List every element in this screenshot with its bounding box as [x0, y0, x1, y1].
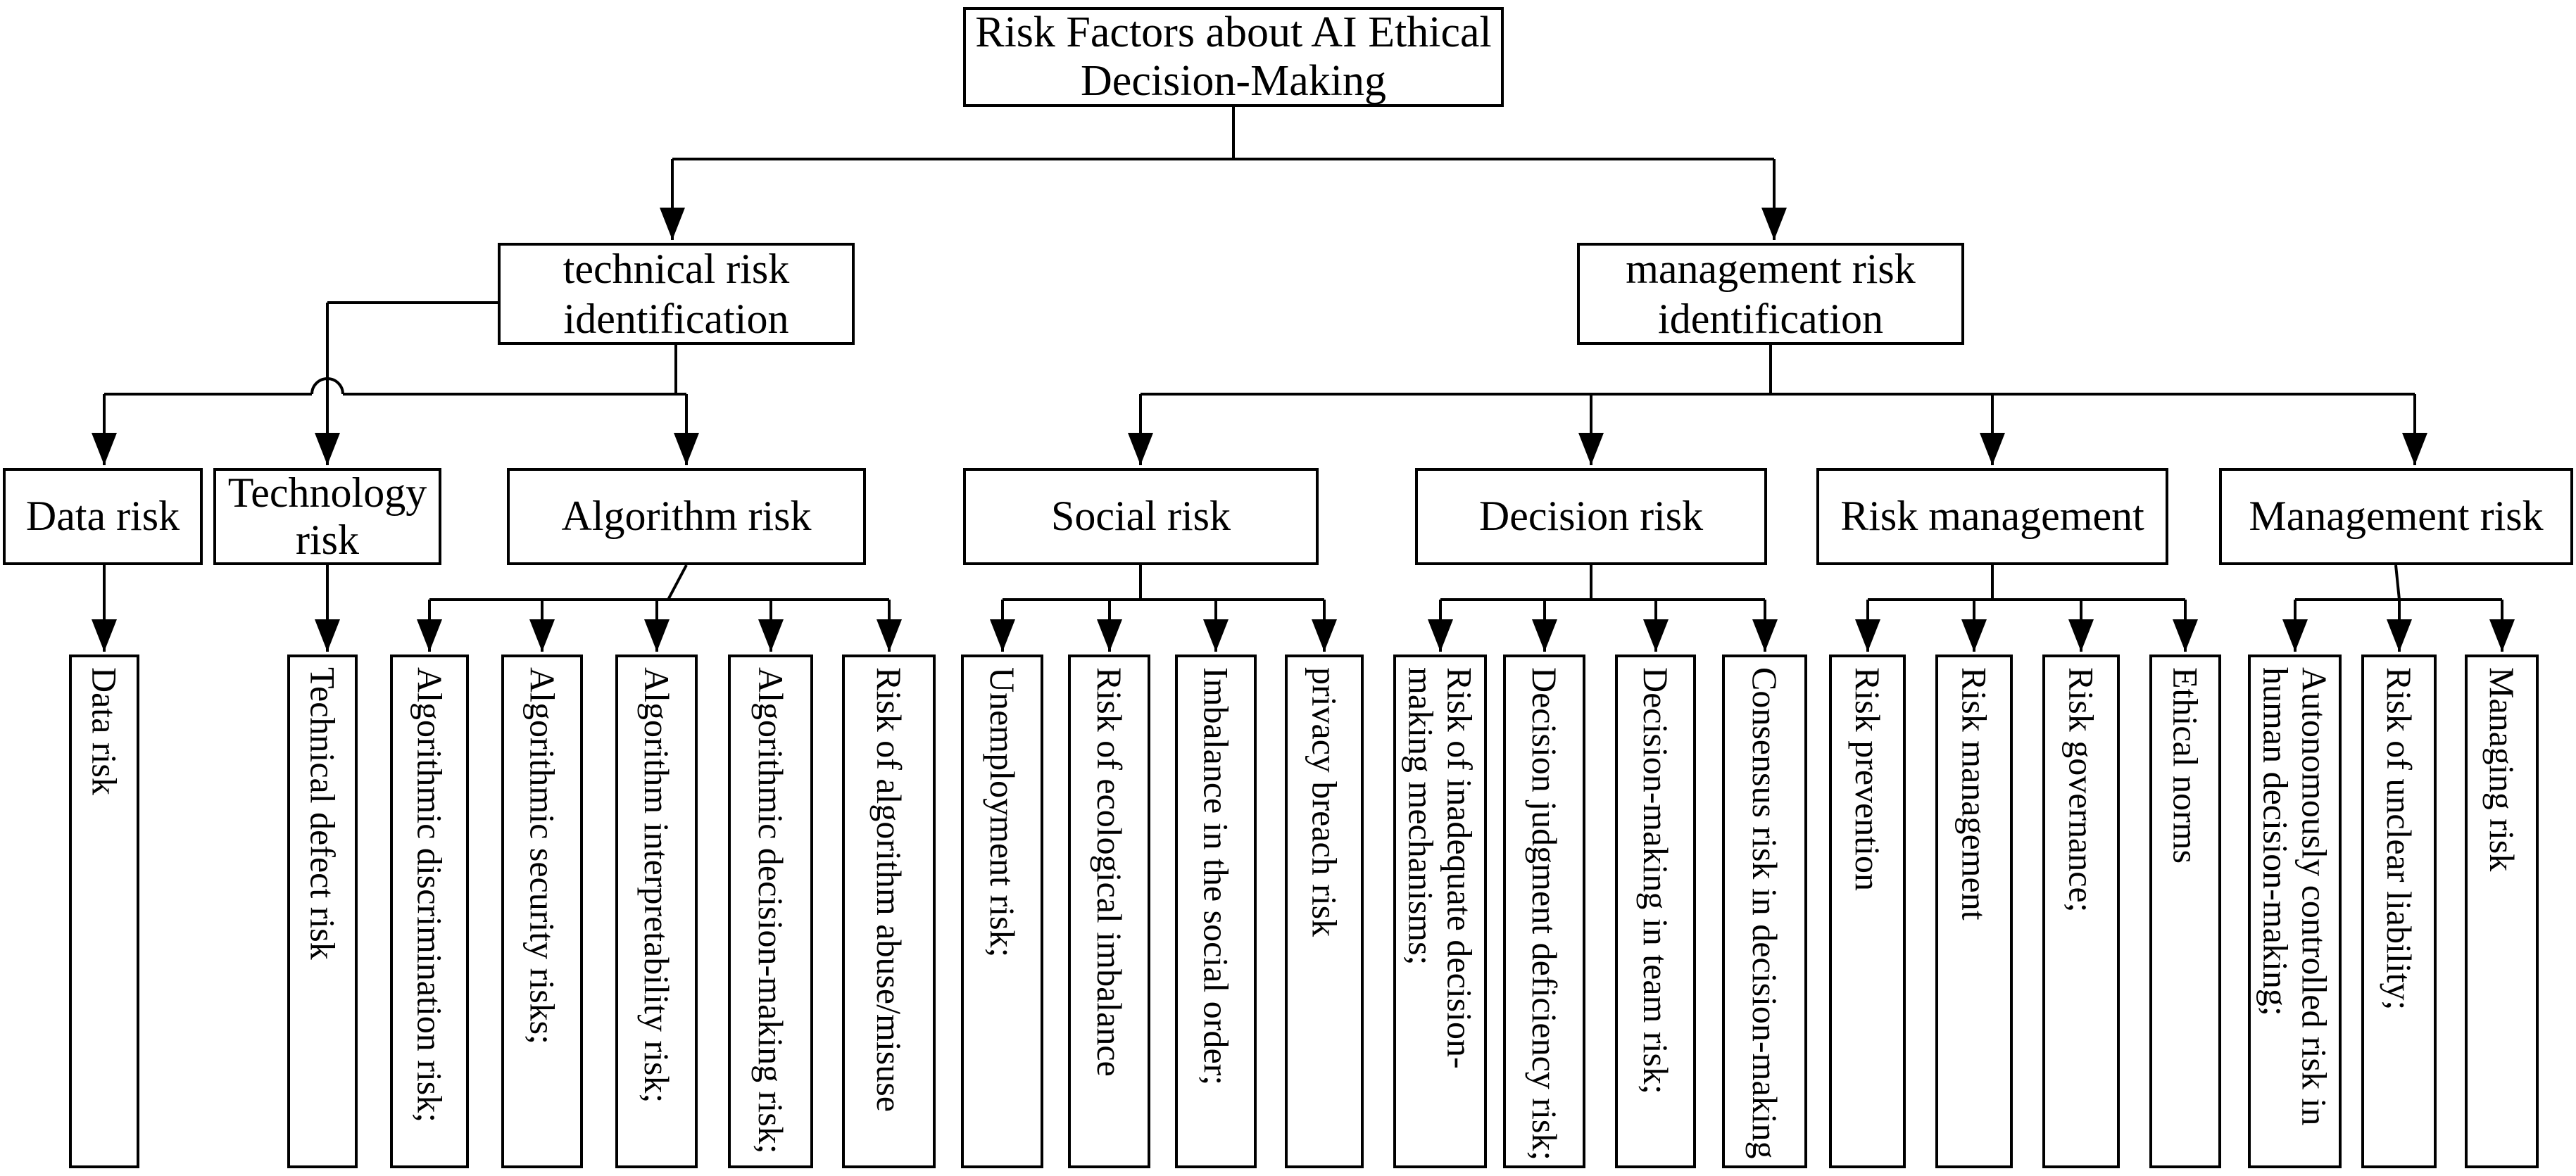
leaf-risk-prevention-label: Risk prevention	[1848, 667, 1887, 892]
node-data-risk: Data risk	[3, 468, 203, 565]
leaf-technical-defect-risk: Technical defect risk	[287, 655, 358, 1168]
node-risk-management-label: Risk management	[1840, 493, 2144, 540]
leaf-algorithmic-security-risks: Algorithmic security risks;	[501, 655, 583, 1168]
leaf-privacy-breach-risk: privacy breach risk	[1285, 655, 1364, 1168]
leaf-social-order-imbalance-label: Imbalance in the social order;	[1196, 667, 1236, 1086]
node-root-label: Risk Factors about AI Ethical Decision-M…	[975, 8, 1492, 105]
leaf-inadequate-decision-making-mechanisms: Risk of inadequate decision-making mecha…	[1393, 655, 1487, 1168]
leaf-risk-governance-label: Risk governance;	[2061, 667, 2101, 913]
leaf-risk-governance: Risk governance;	[2042, 655, 2120, 1168]
leaf-consensus-risk-decision-making: Consensus risk in decision-making	[1722, 655, 1807, 1168]
leaf-algorithm-abuse-misuse-risk-label: Risk of algorithm abuse/misuse	[869, 667, 909, 1112]
leaf-decision-making-in-team-risk-label: Decision-making in team risk;	[1636, 667, 1676, 1094]
leaf-risk-prevention: Risk prevention	[1829, 655, 1906, 1168]
leaf-algorithm-abuse-misuse-risk: Risk of algorithm abuse/misuse	[842, 655, 936, 1168]
leaf-risk-management: Risk management	[1935, 655, 2013, 1168]
node-technology-risk: Technology risk	[213, 468, 441, 565]
node-algorithm-risk: Algorithm risk	[507, 468, 866, 565]
leaf-algorithm-interpretability-risk-label: Algorithm interpretability risk;	[637, 667, 677, 1104]
node-technical-risk-identification-label: technical risk identification	[563, 245, 790, 342]
node-management-risk-identification: management risk identification	[1577, 243, 1964, 345]
node-social-risk-label: Social risk	[1051, 493, 1231, 540]
node-management-risk-label: Management risk	[2249, 493, 2544, 540]
leaf-algorithm-interpretability-risk: Algorithm interpretability risk;	[615, 655, 698, 1168]
leaf-managing-risk-label: Managing risk	[2482, 667, 2522, 872]
leaf-unemployment-risk-label: Unemployment risk;	[983, 667, 1022, 958]
node-social-risk: Social risk	[963, 468, 1319, 565]
leaf-unclear-liability-risk-label: Risk of unclear liability;	[2380, 667, 2419, 1011]
leaf-social-order-imbalance: Imbalance in the social order;	[1175, 655, 1257, 1168]
leaf-privacy-breach-risk-label: privacy breach risk	[1305, 667, 1345, 937]
leaf-algorithmic-decision-making-risk: Algorithmic decision-making risk;	[728, 655, 813, 1168]
leaf-decision-making-in-team-risk: Decision-making in team risk;	[1615, 655, 1696, 1168]
leaf-consensus-risk-decision-making-label: Consensus risk in decision-making	[1745, 667, 1785, 1159]
leaf-algorithmic-discrimination-risk: Algorithmic discrimination risk;	[390, 655, 469, 1168]
leaf-inadequate-decision-making-mechanisms-label: Risk of inadequate decision-making mecha…	[1401, 667, 1480, 1069]
leaf-algorithmic-security-risks-label: Algorithmic security risks;	[522, 667, 563, 1045]
node-risk-management: Risk management	[1816, 468, 2168, 565]
leaf-decision-judgment-deficiency-risk: Decision judgment deficiency risk;	[1503, 655, 1585, 1168]
node-decision-risk-label: Decision risk	[1478, 493, 1704, 540]
leaf-ecological-imbalance-risk-label: Risk of ecological imbalance	[1090, 667, 1129, 1077]
leaf-ethical-norms-label: Ethical norms	[2166, 667, 2206, 864]
node-decision-risk: Decision risk	[1415, 468, 1767, 565]
leaf-unclear-liability-risk: Risk of unclear liability;	[2361, 655, 2437, 1168]
node-root: Risk Factors about AI Ethical Decision-M…	[963, 7, 1504, 107]
leaf-data-risk-label: Data risk	[84, 667, 125, 795]
leaf-ethical-norms: Ethical norms	[2149, 655, 2221, 1168]
node-data-risk-label: Data risk	[25, 493, 180, 540]
leaf-algorithmic-decision-making-risk-label: Algorithmic decision-making risk;	[751, 667, 791, 1154]
leaf-autonomously-controlled-risk-label: Autonomously controlled risk in human de…	[2256, 667, 2335, 1126]
node-management-risk: Management risk	[2219, 468, 2573, 565]
node-technical-risk-identification: technical risk identification	[498, 243, 855, 345]
node-management-risk-identification-label: management risk identification	[1626, 245, 1916, 342]
node-algorithm-risk-label: Algorithm risk	[561, 493, 812, 540]
leaf-risk-management-label: Risk management	[1954, 667, 1994, 921]
leaf-data-risk: Data risk	[69, 655, 139, 1168]
leaf-managing-risk: Managing risk	[2465, 655, 2539, 1168]
leaf-autonomously-controlled-risk: Autonomously controlled risk in human de…	[2248, 655, 2342, 1168]
leaf-unemployment-risk: Unemployment risk;	[961, 655, 1043, 1168]
leaf-technical-defect-risk-label: Technical defect risk	[303, 667, 343, 960]
node-technology-risk-label: Technology risk	[227, 469, 427, 563]
leaf-decision-judgment-deficiency-risk-label: Decision judgment deficiency risk;	[1525, 667, 1564, 1161]
leaf-ecological-imbalance-risk: Risk of ecological imbalance	[1068, 655, 1150, 1168]
leaf-algorithmic-discrimination-risk-label: Algorithmic discrimination risk;	[410, 667, 450, 1123]
